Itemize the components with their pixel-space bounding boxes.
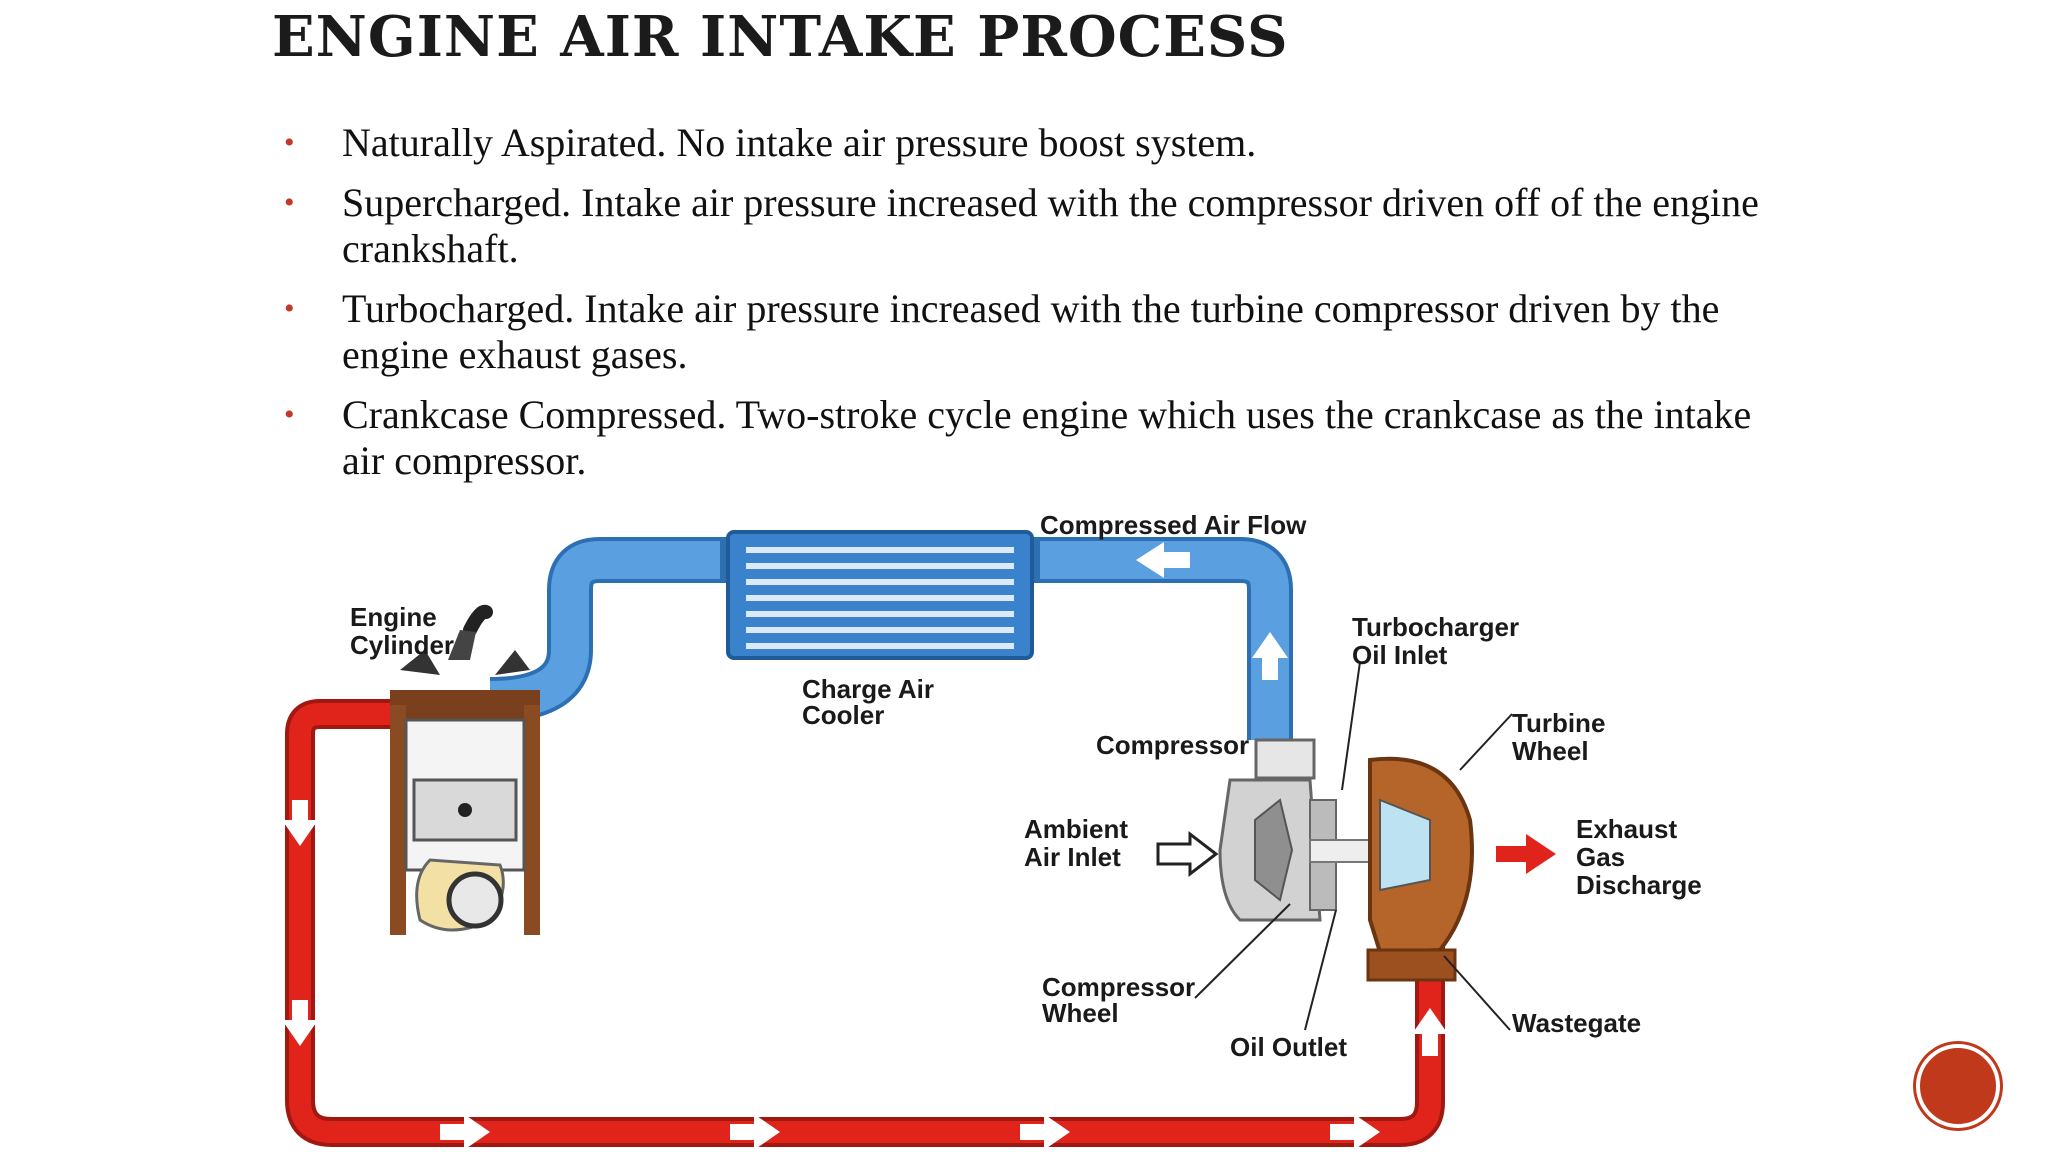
turbocharger-diagram: Compressed Air Flow Engine Cylinder Char… <box>282 510 1702 1150</box>
bullet-text: Turbocharged. Intake air pressure increa… <box>342 286 1720 377</box>
exhaust-arrow-icon <box>1496 834 1556 874</box>
oil-outlet-label: Oil Outlet <box>1230 1032 1347 1062</box>
turbocharger <box>1218 738 1474 982</box>
ambient-air-label-line2: Air Inlet <box>1024 842 1121 872</box>
wastegate-label: Wastegate <box>1512 1008 1641 1038</box>
exhaust-label-line2: Gas <box>1576 842 1625 872</box>
turbine-wheel-label-line1: Turbine <box>1512 708 1605 738</box>
turbo-oil-inlet-label-line1: Turbocharger <box>1352 612 1519 642</box>
turbine-wheel-label-line2: Wheel <box>1512 736 1589 766</box>
exhaust-label-line3: Discharge <box>1576 870 1702 900</box>
bullet-text: Supercharged. Intake air pressure increa… <box>342 180 1759 271</box>
bullet-item: • Supercharged. Intake air pressure incre… <box>272 180 1792 272</box>
bullet-icon: • <box>284 292 295 325</box>
ambient-air-arrow-icon <box>1156 830 1219 878</box>
engine-cylinder-label-line2: Cylinder <box>350 630 454 660</box>
bullet-item: • Turbocharged. Intake air pressure incre… <box>272 286 1792 378</box>
compressed-air-flow-label: Compressed Air Flow <box>1040 510 1307 540</box>
compressor-wheel-label-line2: Wheel <box>1042 998 1119 1028</box>
compressor-label: Compressor <box>1096 730 1249 760</box>
bullet-text: Naturally Aspirated. No intake air press… <box>342 120 1257 165</box>
exhaust-pipe <box>282 699 1448 1150</box>
compressor-wheel-label-line1: Compressor <box>1042 972 1195 1002</box>
bullet-icon: • <box>284 126 295 159</box>
bullet-icon: • <box>284 398 295 431</box>
charge-air-cooler-label-line2: Cooler <box>802 700 884 730</box>
bullet-item: • Naturally Aspirated. No intake air pres… <box>272 120 1792 166</box>
bullet-icon: • <box>284 186 295 219</box>
bullet-item: • Crankcase Compressed. Two-stroke cycle … <box>272 392 1792 484</box>
charge-air-cooler-label-line1: Charge Air <box>802 674 934 704</box>
ambient-air-label-line1: Ambient <box>1024 814 1128 844</box>
leader-lines <box>1194 661 1513 1031</box>
engine-cylinder-label-line1: Engine <box>350 602 437 632</box>
bullet-text: Crankcase Compressed. Two-stroke cycle e… <box>342 392 1752 483</box>
charge-air-cooler <box>720 530 1040 660</box>
slide-title: ENGINE AIR INTAKE PROCESS <box>272 4 1289 70</box>
next-slide-button[interactable] <box>1916 1044 2000 1128</box>
turbo-oil-inlet-label-line2: Oil Inlet <box>1352 640 1448 670</box>
exhaust-label-line1: Exhaust <box>1576 814 1677 844</box>
bullet-list: • Naturally Aspirated. No intake air pres… <box>272 120 1792 498</box>
engine-cylinder <box>390 604 540 935</box>
